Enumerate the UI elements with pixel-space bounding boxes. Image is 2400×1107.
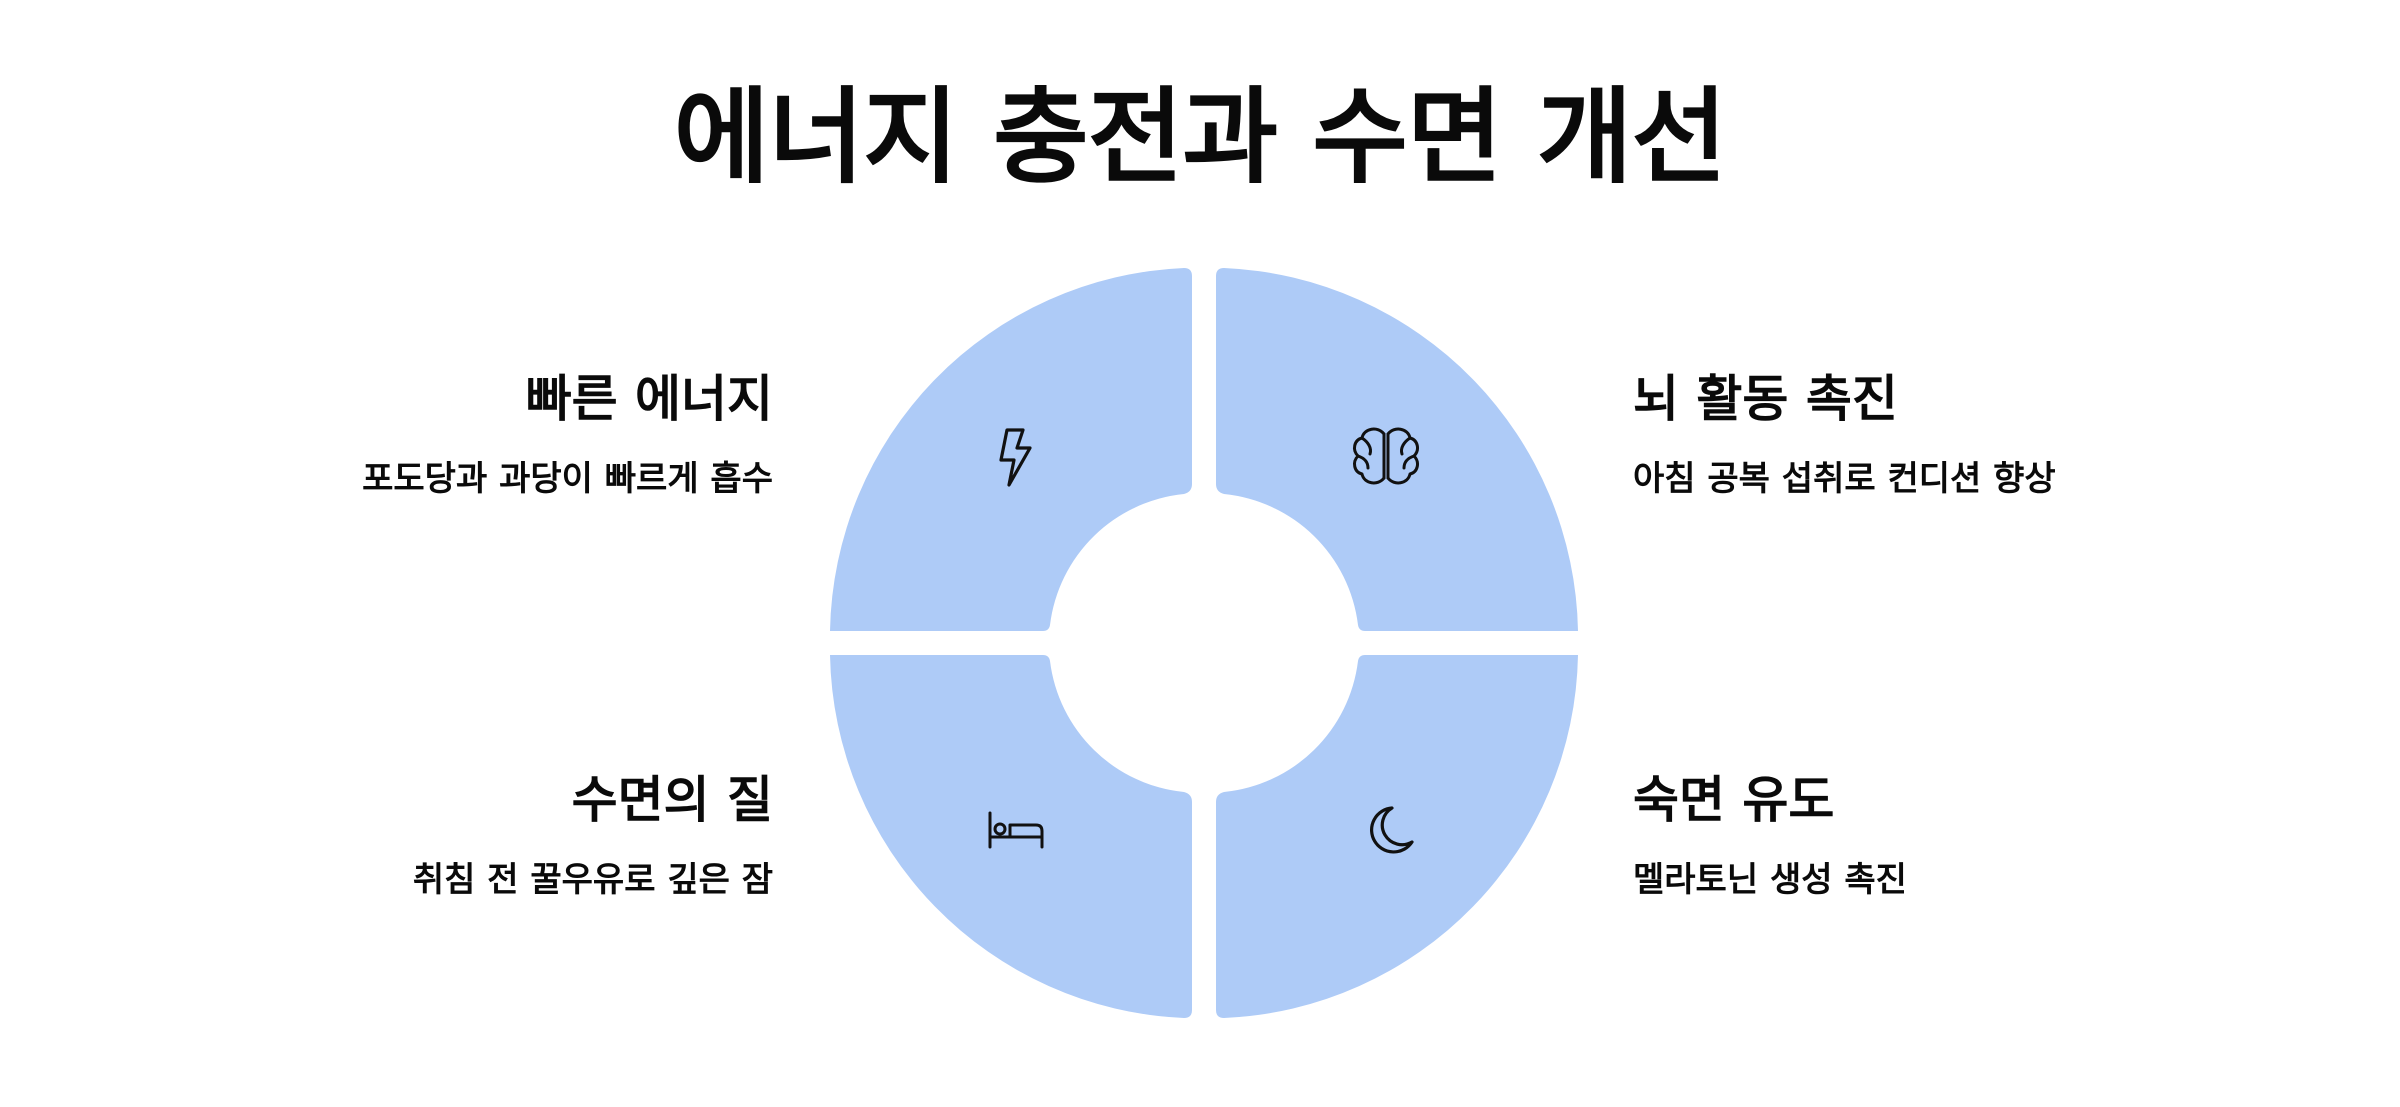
item-description: 멜라토닌 생성 촉진 <box>1633 860 1907 900</box>
lightning-icon <box>999 428 1032 487</box>
item-deep-sleep: 숙면 유도 멜라토닌 생성 촉진 <box>1633 768 1907 902</box>
segment-top-right <box>1216 268 1578 631</box>
segment-top-left <box>830 268 1192 631</box>
item-sleep-quality: 수면의 질 취침 전 꿀우유로 깊은 잠 <box>413 768 773 902</box>
item-description: 포도당과 과당이 빠르게 흡수 <box>362 459 773 499</box>
item-description: 아침 공복 섭취로 컨디션 향상 <box>1633 459 2056 499</box>
brain-icon <box>1353 427 1419 485</box>
moon-icon <box>1370 806 1414 854</box>
item-description: 취침 전 꿀우유로 깊은 잠 <box>412 860 773 900</box>
item-title: 숙면 유도 <box>1633 771 1835 829</box>
item-title: 수면의 질 <box>571 771 773 829</box>
item-title: 빠른 에너지 <box>525 370 773 428</box>
segment-bottom-right <box>1216 655 1578 1018</box>
item-fast-energy: 빠른 에너지 포도당과 과당이 빠르게 흡수 <box>362 367 773 501</box>
item-title: 뇌 활동 촉진 <box>1633 370 1898 428</box>
bed-icon <box>988 811 1044 849</box>
page-title: 에너지 충전과 수면 개선 <box>673 76 1727 198</box>
item-brain-activity: 뇌 활동 촉진 아침 공복 섭취로 컨디션 향상 <box>1633 367 2056 501</box>
